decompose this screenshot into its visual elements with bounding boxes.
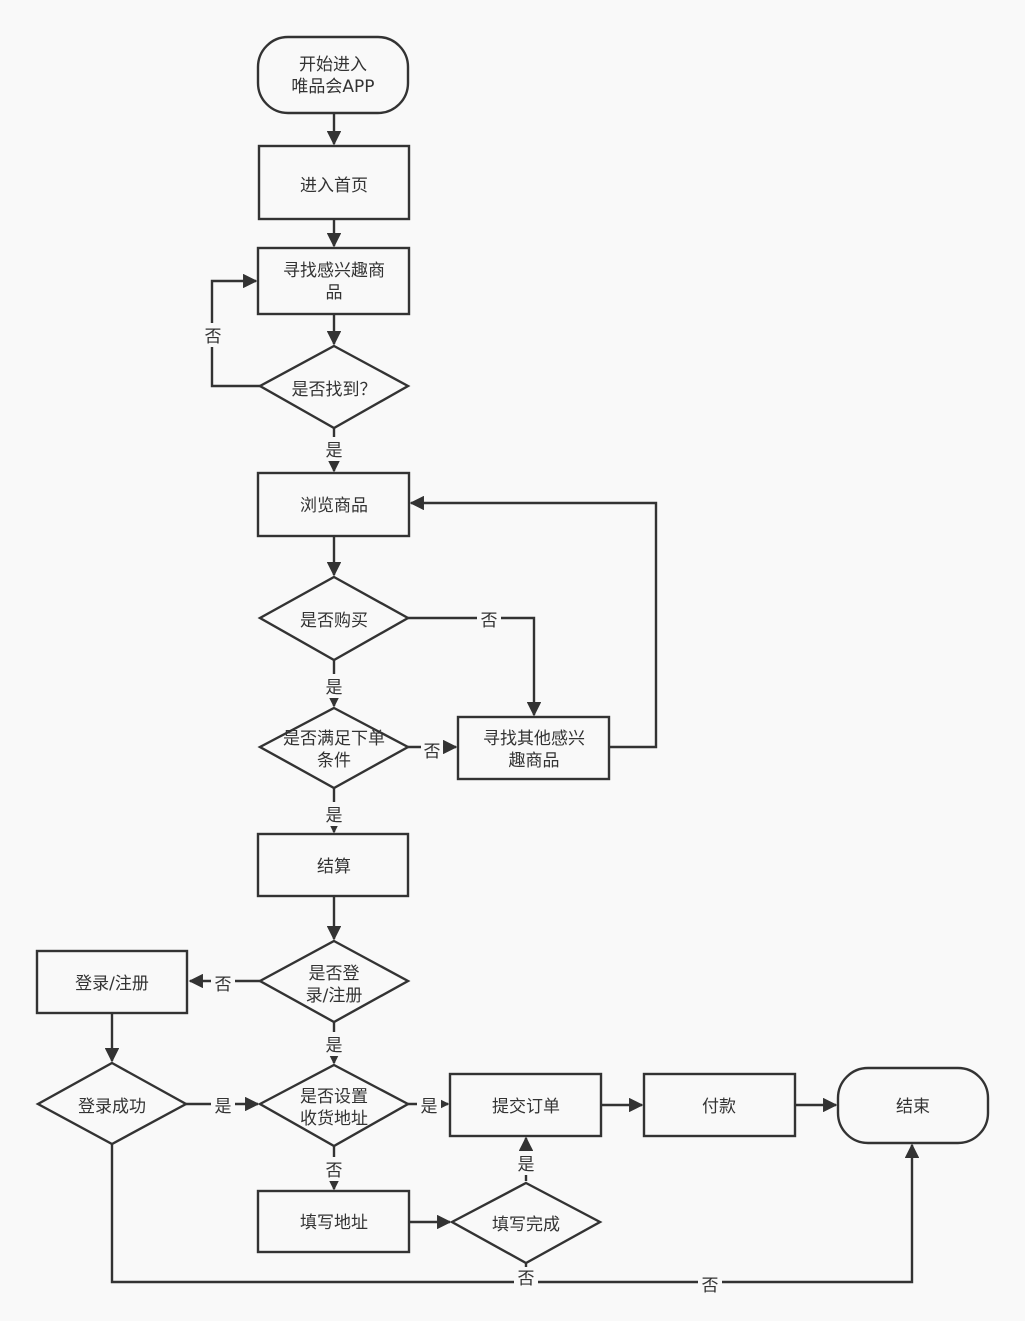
node-search-label: 寻找感兴趣商品: [283, 261, 385, 303]
node-pay: 付款: [642, 1072, 797, 1138]
edge-other-browse: [409, 495, 658, 749]
node-buy: 是否购买: [257, 575, 411, 662]
node-found-label: 是否找到？: [292, 380, 377, 400]
svg-text:是: 是: [326, 1036, 343, 1056]
label-loginok-yes: 是: [211, 1093, 235, 1117]
node-end: 结束: [836, 1066, 990, 1145]
node-other: 寻找其他感兴趣商品: [456, 715, 611, 781]
edge-buy-no-other: [408, 616, 542, 717]
label-filldone-no: 否: [514, 1267, 538, 1291]
node-fill: 填写地址: [256, 1189, 411, 1254]
label-buy-no: 否: [477, 607, 501, 631]
node-address-set-label: 是否设置收货地址: [300, 1087, 368, 1129]
node-fill-done: 填写完成: [449, 1181, 603, 1265]
svg-text:是: 是: [326, 806, 343, 826]
svg-text:否: 否: [481, 611, 498, 631]
node-fill-done-label: 填写完成: [492, 1215, 560, 1235]
svg-text:否: 否: [205, 327, 222, 347]
node-start-label: 开始进入唯品会APP: [291, 55, 374, 97]
nodes: 开始进入唯品会APP 进入首页 寻找感兴趣商品 是否找到？ 浏览商品 是否购买: [35, 35, 990, 1265]
node-search: 寻找感兴趣商品: [256, 246, 411, 316]
svg-text:是: 是: [326, 441, 343, 461]
edge-labels: 否 是 否 是 否 是 否 是: [202, 323, 722, 1296]
node-browse: 浏览商品: [256, 471, 411, 538]
node-home-label: 进入首页: [300, 176, 368, 196]
node-login-ok-label: 登录成功: [78, 1097, 146, 1117]
label-condition-yes: 是: [322, 802, 346, 826]
node-login-label: 登录/注册: [75, 974, 149, 994]
node-checkout-label: 结算: [317, 857, 351, 877]
label-logged-yes: 是: [322, 1032, 346, 1056]
node-found: 是否找到？: [257, 344, 411, 430]
node-fill-label: 填写地址: [300, 1213, 368, 1233]
svg-text:否: 否: [424, 742, 441, 762]
label-address-yes: 是: [417, 1093, 441, 1117]
node-submit: 提交订单: [448, 1072, 603, 1138]
edge-loginok-no-end: [110, 1143, 920, 1284]
svg-text:否: 否: [215, 975, 232, 995]
node-logged: 是否登录/注册: [257, 939, 411, 1024]
node-end-label: 结束: [896, 1097, 930, 1117]
label-condition-no: 否: [421, 738, 443, 762]
svg-text:否: 否: [326, 1161, 343, 1181]
label-found-no: 否: [202, 323, 224, 347]
node-condition: 是否满足下单条件: [257, 706, 411, 790]
node-checkout: 结算: [256, 832, 410, 898]
label-filldone-yes: 是: [514, 1151, 538, 1175]
svg-text:是: 是: [326, 678, 343, 698]
node-logged-label: 是否登录/注册: [306, 964, 363, 1006]
node-buy-label: 是否购买: [300, 611, 368, 631]
label-address-no: 否: [322, 1157, 346, 1181]
node-login: 登录/注册: [35, 949, 189, 1015]
svg-text:否: 否: [518, 1269, 535, 1289]
svg-text:是: 是: [215, 1097, 232, 1117]
svg-text:是: 是: [421, 1097, 438, 1117]
svg-text:否: 否: [702, 1276, 719, 1296]
node-other-label: 寻找其他感兴趣商品: [483, 729, 585, 771]
node-address-set: 是否设置收货地址: [257, 1063, 411, 1148]
label-buy-yes: 是: [322, 674, 346, 698]
node-home: 进入首页: [257, 144, 411, 221]
label-logged-no: 否: [211, 971, 235, 995]
node-condition-label: 是否满足下单条件: [283, 729, 385, 771]
label-loginok-no: 否: [698, 1272, 722, 1296]
svg-text:是: 是: [518, 1155, 535, 1175]
node-submit-label: 提交订单: [492, 1097, 560, 1117]
node-login-ok: 登录成功: [35, 1061, 189, 1146]
node-pay-label: 付款: [702, 1097, 736, 1117]
label-found-yes: 是: [322, 437, 346, 461]
node-start: 开始进入唯品会APP: [256, 35, 410, 115]
node-browse-label: 浏览商品: [300, 496, 368, 516]
